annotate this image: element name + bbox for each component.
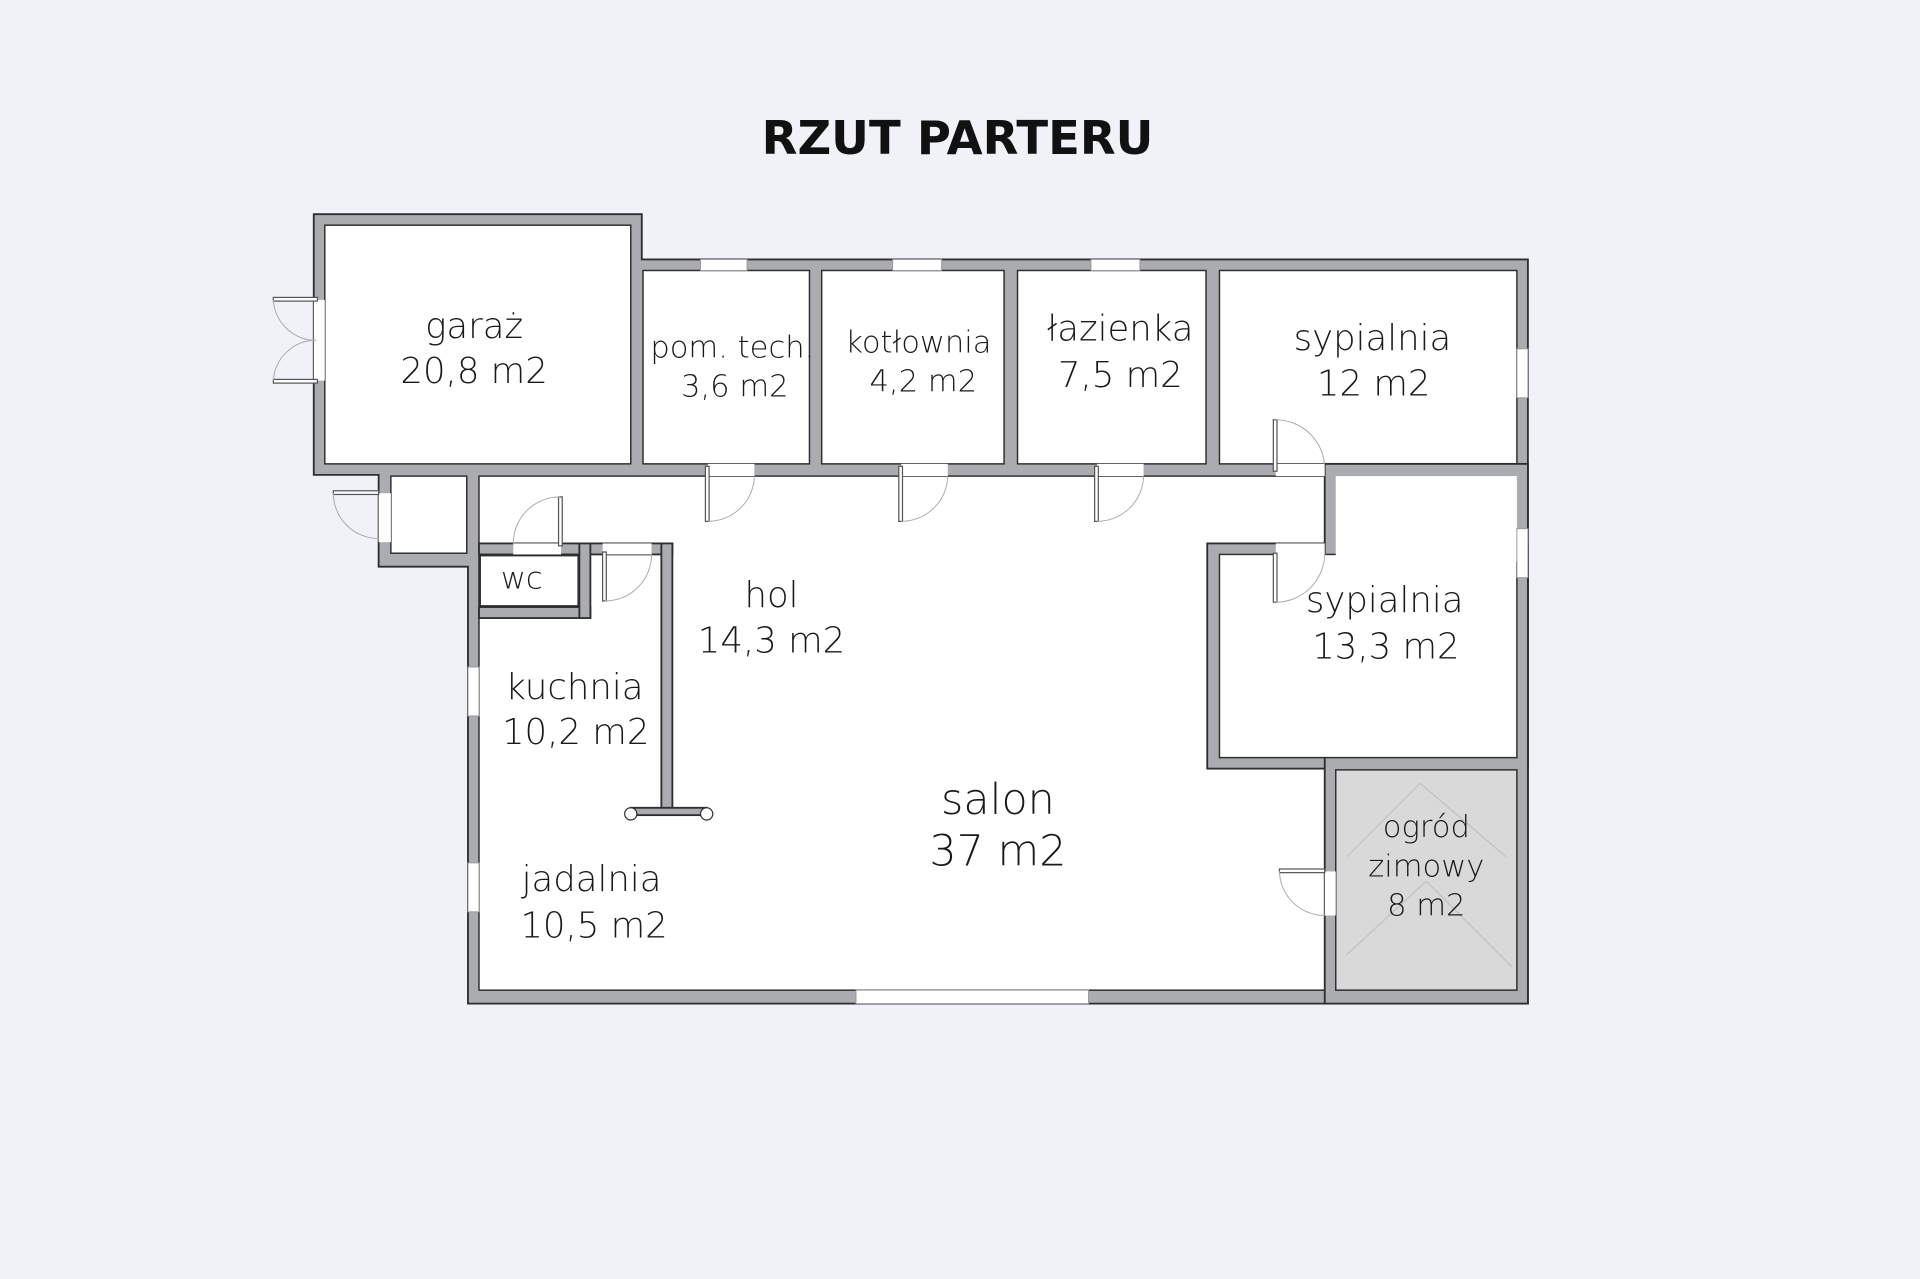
door-kotlownia xyxy=(898,463,949,523)
door-lazienka xyxy=(1094,463,1145,523)
column-right xyxy=(699,807,714,821)
door-ogrod xyxy=(1278,868,1336,916)
label-lazienka: łazienka xyxy=(1047,308,1193,349)
area-garaz: 20,8 m2 xyxy=(400,351,547,392)
garden-tile-pattern xyxy=(1346,782,1513,968)
window xyxy=(467,862,480,913)
room-wc xyxy=(479,554,579,607)
area-sypialnia-1: 12 m2 xyxy=(1317,363,1431,404)
door-gap-kitchen xyxy=(602,543,652,555)
area-sypialnia-2: 13,3 m2 xyxy=(1312,626,1459,667)
label-kotlownia: kotłownia xyxy=(845,325,991,360)
wall-kitchen-stub xyxy=(629,806,708,817)
column-left xyxy=(624,807,638,821)
door-sypialnia-1 xyxy=(1272,419,1326,477)
room-sypialnia-2-upper xyxy=(1335,476,1517,562)
room-ogrod-zimowy xyxy=(1335,769,1518,991)
label-hol: hol xyxy=(744,575,798,616)
wall-wc-side xyxy=(578,542,592,619)
room-lazienka xyxy=(1016,269,1207,465)
window xyxy=(892,258,943,271)
door-wc xyxy=(512,496,563,547)
door-gap-wc xyxy=(513,543,562,555)
room-pom-tech xyxy=(642,269,811,465)
area-kuchnia: 10,2 m2 xyxy=(502,712,649,753)
area-pom-tech: 3,6 m2 xyxy=(681,370,789,405)
label-sypialnia-1: sypialnia xyxy=(1294,318,1452,359)
window xyxy=(855,989,1090,1005)
room-sypialnia-2 xyxy=(1218,553,1518,759)
door-pom-tech xyxy=(704,463,755,523)
door-kitchen xyxy=(602,551,653,602)
window xyxy=(467,666,480,717)
garage-door xyxy=(272,296,325,384)
label-garaz: garaż xyxy=(425,306,523,347)
wall-wc-bottom xyxy=(478,606,592,619)
label-ogrod-1: ogród xyxy=(1383,810,1470,845)
area-hol: 14,3 m2 xyxy=(698,620,845,661)
door-sypialnia-2 xyxy=(1272,543,1326,603)
label-kuchnia: kuchnia xyxy=(505,667,643,708)
room-hol-salon xyxy=(478,475,1326,991)
entrance-door xyxy=(332,490,391,543)
label-ogrod-2: zimowy xyxy=(1368,849,1484,884)
window xyxy=(1516,528,1529,579)
area-lazienka: 7,5 m2 xyxy=(1058,355,1183,396)
label-salon: salon xyxy=(941,775,1055,825)
wall-kitchen-partition xyxy=(660,542,674,815)
room-sypialnia-1 xyxy=(1218,269,1518,465)
window xyxy=(1090,258,1141,271)
label-sypialnia-2: sypialnia xyxy=(1306,580,1464,621)
label-pom-tech: pom. tech. xyxy=(650,330,814,365)
label-jadalnia: jadalnia xyxy=(521,859,662,900)
window xyxy=(700,258,748,271)
window xyxy=(1516,348,1529,399)
area-kotlownia: 4,2 m2 xyxy=(869,365,977,400)
area-salon: 37 m2 xyxy=(929,826,1066,876)
area-ogrod: 8 m2 xyxy=(1387,888,1465,923)
room-garaz xyxy=(324,224,632,465)
plan-title: RZUT PARTERU xyxy=(762,111,1154,165)
label-wc: wc xyxy=(501,562,543,597)
area-jadalnia: 10,5 m2 xyxy=(520,906,667,947)
room-vestibule xyxy=(390,475,468,554)
